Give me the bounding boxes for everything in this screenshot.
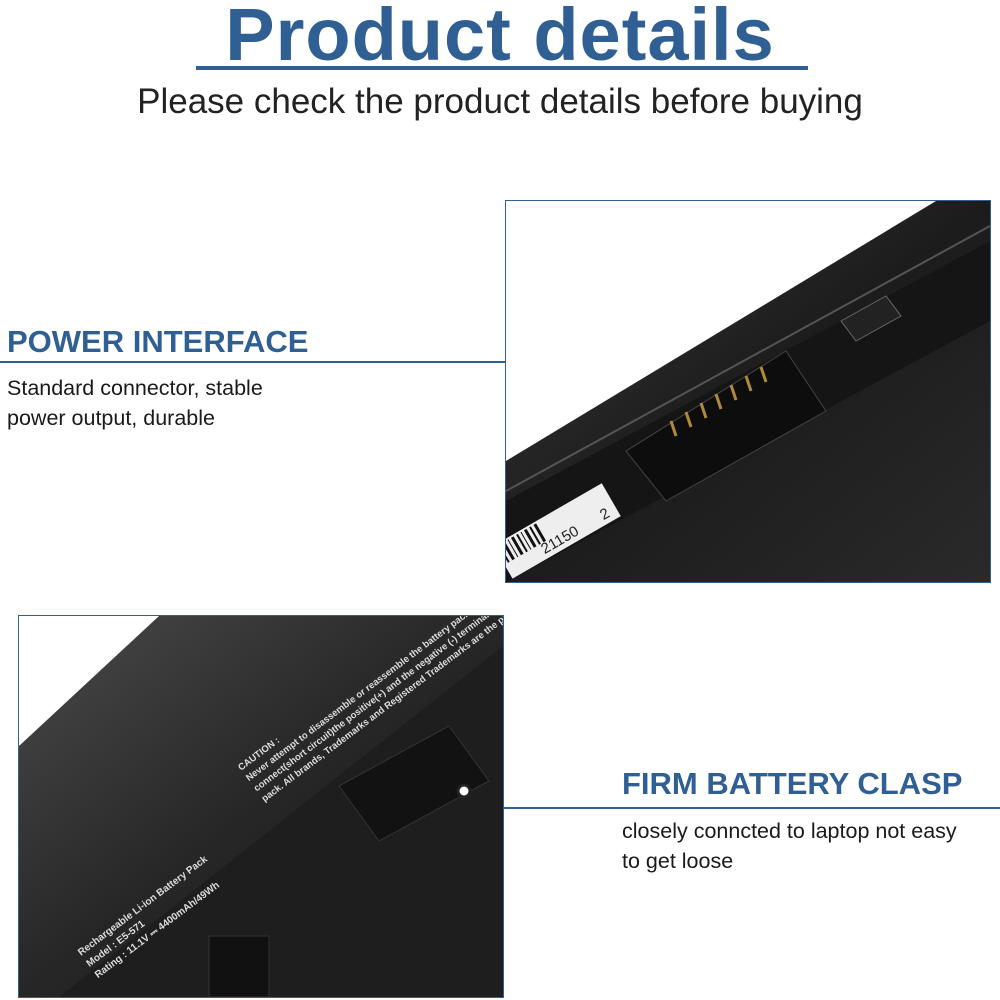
feature-description: Standard connector, stable power output,… [7, 373, 263, 433]
power-interface-photo: 21150 2 [505, 200, 991, 583]
page-title: Product details [225, 0, 775, 76]
feature-description-line: closely conncted to laptop not easy [622, 819, 957, 843]
feature-heading-firm-battery-clasp: FIRM BATTERY CLASP [622, 766, 963, 801]
feature-divider [0, 361, 505, 363]
feature-heading-power-interface: POWER INTERFACE [7, 324, 309, 359]
feature-description: closely conncted to laptop not easy to g… [622, 816, 957, 876]
feature-divider [503, 807, 1000, 809]
feature-description-line: power output, durable [7, 406, 215, 430]
feature-description-line: to get loose [622, 849, 734, 873]
page-subtitle: Please check the product details before … [137, 82, 863, 121]
battery-clasp [338, 725, 490, 842]
battery-clasp-photo: Rechargeable Li-ion Battery Pack Model :… [18, 615, 504, 998]
title-underline [196, 66, 808, 70]
feature-description-line: Standard connector, stable [7, 376, 263, 400]
connector-port [625, 350, 827, 502]
